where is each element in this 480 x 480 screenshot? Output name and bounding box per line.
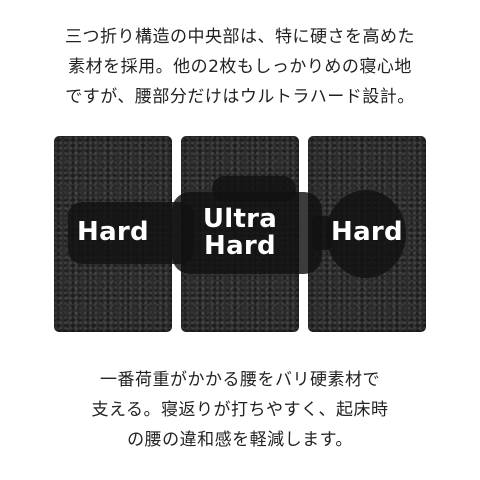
- outro-line-3: の腰の違和感を軽減します。: [127, 430, 353, 450]
- panel-label-right: Hard: [331, 217, 403, 247]
- outro-text: 一番荷重がかかる腰をバリ硬素材で 支える。寝返りが打ちやすく、起床時 の腰の違和…: [0, 365, 480, 455]
- panel-label-left: Hard: [77, 217, 149, 247]
- outro-line-2: 支える。寝返りが打ちやすく、起床時: [91, 400, 389, 420]
- panel-label-center-line1: Ultra: [202, 204, 278, 234]
- outro-line-1: 一番荷重がかかる腰をバリ硬素材で: [100, 370, 380, 390]
- intro-line-1: 三つ折り構造の中央部は、特に硬さを高めた: [65, 27, 415, 47]
- intro-line-3: ですが、腰部分だけはウルトラハード設計。: [65, 87, 415, 107]
- intro-line-2: 素材を採用。他の2枚もしっかりめの寝心地: [68, 57, 412, 77]
- panel-label-center: Ultra Hard: [181, 204, 299, 262]
- mattress-illustration: Hard Ultra Hard Hard: [54, 136, 426, 332]
- panel-label-center-line2: Hard: [204, 231, 276, 262]
- person-silhouette-icon: [68, 176, 406, 278]
- intro-text: 三つ折り構造の中央部は、特に硬さを高めた 素材を採用。他の2枚もしっかりめの寝心…: [0, 22, 480, 112]
